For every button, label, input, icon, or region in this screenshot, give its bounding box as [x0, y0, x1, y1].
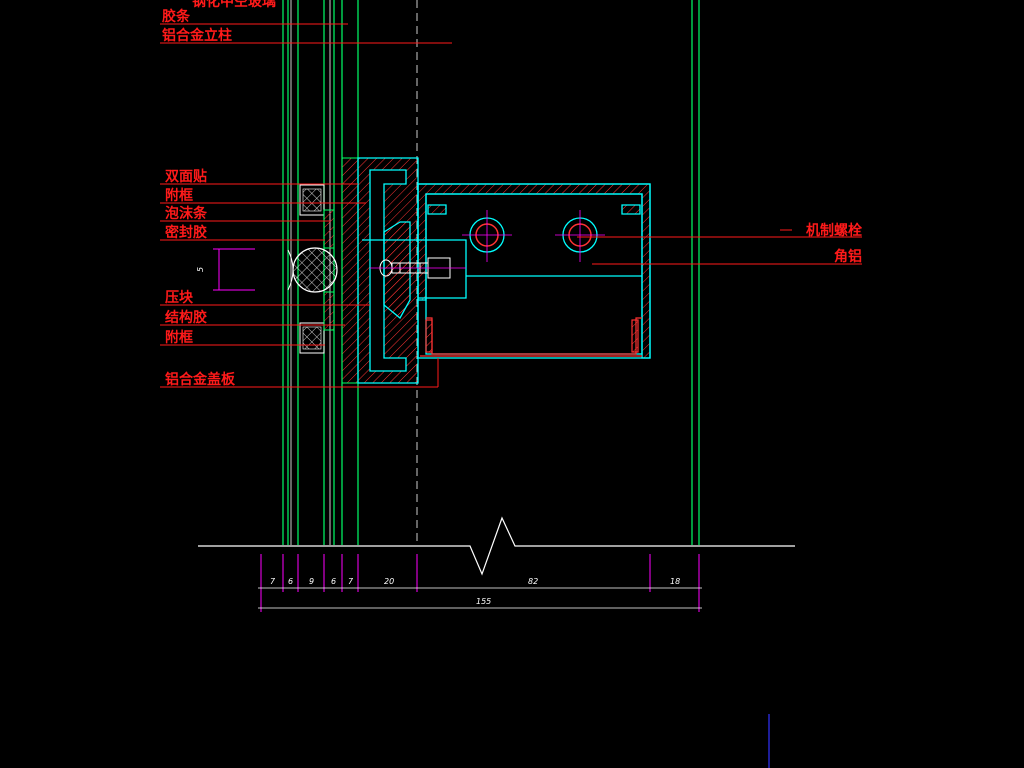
dim-segment-6: 20 [384, 577, 394, 586]
label-alu-mullion: 铝合金立柱 [162, 27, 232, 44]
dim-segment-8: 18 [670, 577, 680, 586]
dimension-chain [260, 554, 700, 612]
joint-dimension [213, 248, 255, 291]
label-top-cut: 钢化中空玻璃 [192, 0, 276, 10]
dim-segment-7: 82 [528, 577, 538, 586]
label-rubber-strip: 胶条 [162, 8, 191, 25]
machine-screw [370, 257, 466, 279]
label-structural-sealant: 结构胶 [165, 309, 207, 326]
dim-joint-width: 5 [196, 267, 205, 272]
cover-channel [420, 317, 642, 357]
break-line [198, 516, 795, 576]
dim-segment-1: 7 [270, 577, 276, 586]
leader-lines [160, 23, 862, 388]
label-foam-rod: 泡沫条 [165, 205, 208, 222]
aux-frame-upper [299, 184, 325, 216]
label-aux-frame-lower: 附框 [165, 329, 193, 346]
aux-frame-lower [299, 322, 325, 354]
label-alu-cover: 铝合金盖板 [165, 371, 236, 388]
label-aux-frame-upper: 附框 [165, 187, 193, 204]
bolt-holes [462, 210, 605, 262]
label-double-sided-tape: 双面贴 [165, 168, 207, 185]
label-sealant: 密封胶 [164, 224, 207, 241]
alu-profile [357, 157, 419, 384]
dimension-lines [258, 587, 702, 609]
pressure-block-column [341, 157, 359, 384]
label-angle-alu: 角铝 [834, 248, 862, 265]
dim-segment-3: 9 [309, 577, 314, 586]
foam-rod [287, 247, 338, 293]
angle-alu-box [417, 183, 651, 359]
label-pressure-block: 压块 [165, 290, 194, 306]
structural-sealant-blocks [323, 209, 335, 331]
dim-segment-2: 6 [288, 577, 293, 586]
dim-total: 155 [476, 597, 491, 606]
label-machine-bolt: 机制螺栓 [806, 222, 862, 239]
dim-segment-4: 6 [331, 577, 336, 586]
dim-segment-5: 7 [348, 577, 354, 586]
